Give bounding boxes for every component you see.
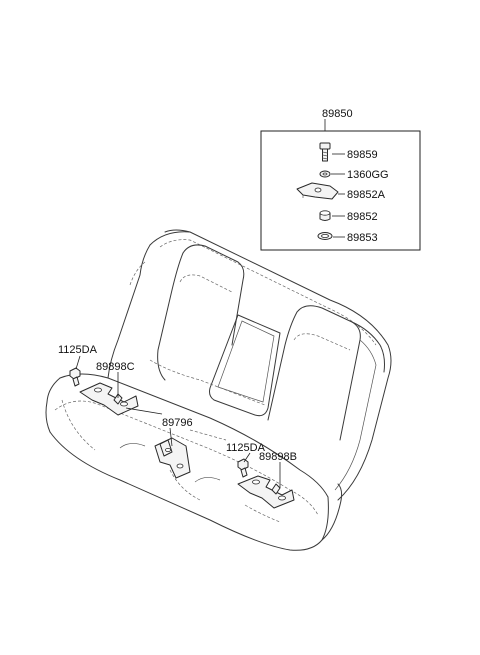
- kit-label-89852: 89852: [347, 211, 378, 223]
- seat-back: [107, 229, 392, 501]
- bolt-icon: [237, 458, 249, 478]
- bolt-icon: [319, 142, 331, 162]
- bracket-icon: [154, 437, 191, 479]
- washer-icon: [319, 170, 331, 178]
- kit-label-89852A: 89852A: [347, 189, 386, 201]
- seat-cushion: [45, 373, 343, 551]
- callout-label-89898B: 89898B: [259, 451, 297, 463]
- kit-label-89859: 89859: [347, 149, 378, 161]
- callout-label-1125DA-left: 1125DA: [58, 344, 98, 356]
- nut-icon: [319, 210, 331, 221]
- bracket-icon: [296, 182, 339, 200]
- kit-label-89853: 89853: [347, 232, 378, 244]
- bracket-icon: [79, 382, 139, 416]
- kit-box: [260, 130, 421, 251]
- bracket-icon: [237, 475, 295, 509]
- callout-leader-3: [169, 427, 173, 447]
- callout-leader-2b: [125, 407, 163, 415]
- kit-label-1360GG: 1360GG: [347, 169, 389, 181]
- callout-label-89898C: 89898C: [96, 361, 135, 373]
- ring-icon: [317, 232, 333, 240]
- bolt-icon: [69, 367, 81, 387]
- callout-leader-4: [243, 452, 251, 463]
- callout-leader-1: [75, 355, 81, 370]
- callout-dash-line: [189, 429, 227, 441]
- callout-label-89796: 89796: [162, 417, 193, 429]
- assembly-label: 89850: [322, 108, 353, 120]
- callout-label-1125DA-right: 1125DA: [226, 442, 266, 454]
